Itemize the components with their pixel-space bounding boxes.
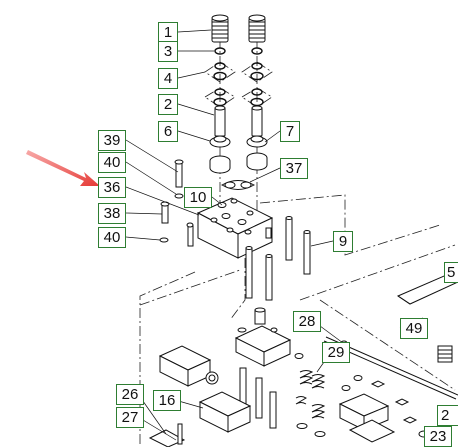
callout-40-upper[interactable]: 40 bbox=[98, 152, 126, 173]
callout-10[interactable]: 10 bbox=[184, 187, 212, 208]
callout-40-lower[interactable]: 40 bbox=[98, 227, 126, 248]
callout-6[interactable]: 6 bbox=[158, 121, 178, 142]
part-1-screws bbox=[211, 14, 266, 43]
lower-brackets bbox=[234, 307, 304, 429]
callout-23[interactable]: 23 bbox=[424, 426, 452, 447]
part-37-plate bbox=[220, 180, 256, 190]
callout-5-edge-cropped[interactable]: 5 bbox=[444, 262, 458, 283]
callout-16[interactable]: 16 bbox=[153, 390, 181, 411]
callout-2-edge-cropped[interactable]: 2 bbox=[437, 405, 458, 426]
callout-36[interactable]: 36 bbox=[98, 177, 126, 198]
side-screws bbox=[159, 159, 194, 247]
right-lower-blocks bbox=[338, 375, 430, 443]
part-2-pins bbox=[214, 105, 263, 137]
part-6-7-bushings bbox=[209, 135, 268, 174]
callout-2[interactable]: 2 bbox=[158, 94, 178, 115]
lower-rods bbox=[245, 246, 273, 301]
callout-26[interactable]: 26 bbox=[116, 384, 144, 405]
part-3-4-washers bbox=[213, 47, 264, 107]
callout-39[interactable]: 39 bbox=[98, 130, 126, 151]
callout-37[interactable]: 37 bbox=[280, 158, 308, 179]
callout-9[interactable]: 9 bbox=[333, 231, 353, 252]
callout-27[interactable]: 27 bbox=[116, 407, 144, 428]
callout-7[interactable]: 7 bbox=[280, 121, 300, 142]
callout-49[interactable]: 49 bbox=[400, 318, 428, 339]
callout-28[interactable]: 28 bbox=[293, 311, 321, 332]
springs bbox=[295, 370, 326, 437]
callout-38[interactable]: 38 bbox=[98, 203, 126, 224]
left-lower-assembly bbox=[148, 345, 252, 447]
right-edge-nut bbox=[437, 345, 453, 363]
callout-1[interactable]: 1 bbox=[158, 22, 178, 43]
callout-29[interactable]: 29 bbox=[322, 342, 350, 363]
part-49-rail bbox=[396, 269, 458, 305]
callout-4[interactable]: 4 bbox=[158, 68, 178, 89]
red-pointer-arrow bbox=[26, 150, 100, 186]
callout-3[interactable]: 3 bbox=[158, 41, 178, 62]
part-9-rods bbox=[265, 216, 311, 275]
leader-lines bbox=[125, 29, 424, 441]
